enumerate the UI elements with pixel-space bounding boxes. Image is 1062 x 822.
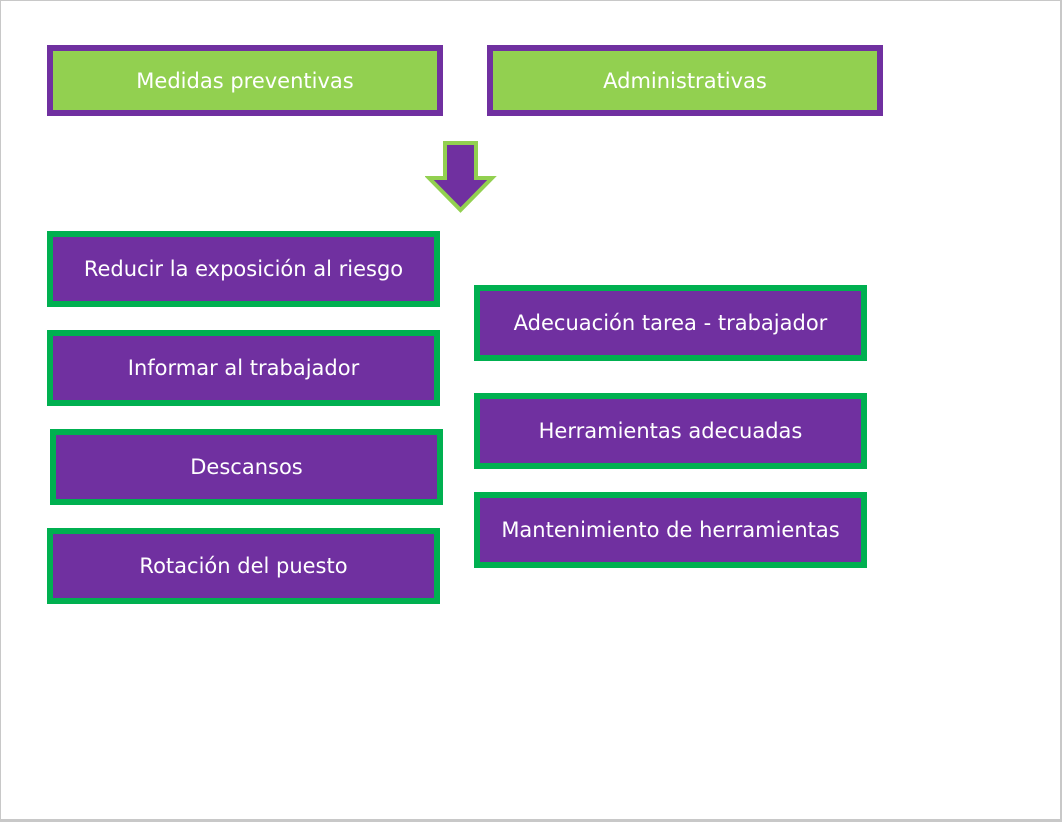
- header-administrativas: Administrativas: [487, 45, 883, 116]
- down-arrow-icon: [425, 141, 497, 213]
- item-herramientas-adecuadas: Herramientas adecuadas: [474, 393, 867, 469]
- item-descansos: Descansos: [50, 429, 443, 505]
- header-medidas-preventivas: Medidas preventivas: [47, 45, 443, 116]
- item-reducir-exposicion: Reducir la exposición al riesgo: [47, 231, 440, 307]
- item-rotacion-puesto: Rotación del puesto: [47, 528, 440, 604]
- item-mantenimiento-herramientas: Mantenimiento de herramientas: [474, 492, 867, 568]
- item-informar-trabajador: Informar al trabajador: [47, 330, 440, 406]
- item-adecuacion-tarea: Adecuación tarea - trabajador: [474, 285, 867, 361]
